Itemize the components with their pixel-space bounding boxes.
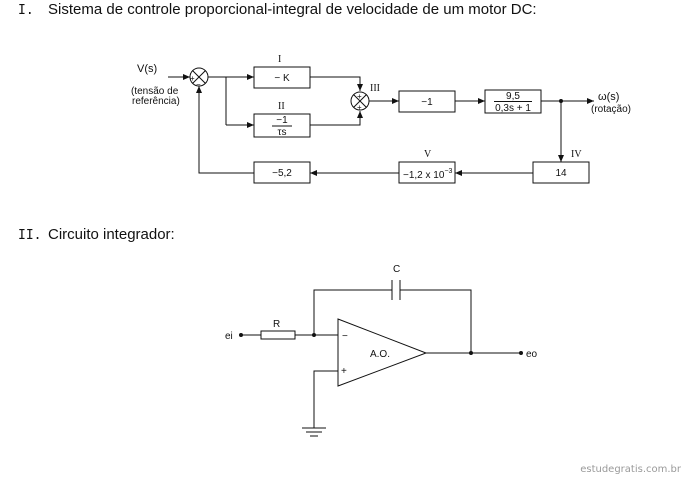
summing-junction-2: + +: [350, 91, 370, 112]
input-ei-label: ei: [225, 331, 233, 342]
input-label: V(s): [137, 63, 157, 75]
opamp-triangle: [337, 318, 428, 387]
ground-wire: [313, 370, 338, 428]
input-desc-2: referência): [132, 96, 180, 107]
wire-feedback-to-sum1: [196, 86, 254, 174]
block-V-gain-base: −1,2 x 10: [403, 170, 445, 181]
watermark: estudegratis.com.br: [580, 464, 681, 475]
opamp-label: A.O.: [370, 349, 390, 360]
input-desc-1: (tensão de: [131, 86, 179, 97]
sum2-label: III: [370, 83, 380, 94]
block-V-label: V: [424, 149, 432, 160]
section-2-heading: II. Circuito integrador:: [18, 226, 175, 243]
output-terminal: [519, 351, 523, 355]
section-1-heading: I. Sistema de controle proporcional-integ…: [18, 1, 537, 18]
output-eo-label: eo: [526, 349, 538, 360]
wire-I-to-sum2: [310, 76, 363, 91]
capacitor-label: C: [393, 264, 400, 275]
motor-denominator: 0,3s + 1: [495, 103, 531, 114]
integrator-circuit: C ei R A.O. − + eo: [225, 264, 538, 437]
resistor: [260, 330, 296, 340]
opamp-noninverting-sign: +: [341, 366, 347, 377]
block-feedback-gain: −5,2: [272, 168, 292, 179]
opamp-inverting-sign: −: [342, 331, 348, 342]
inverting-node-dot: [312, 333, 316, 337]
block-V-gain: −1,2 x 10−3: [403, 168, 453, 181]
capacitor-left-wire: [313, 289, 392, 335]
output-desc: (rotação): [591, 104, 631, 115]
block-II-label: II: [278, 101, 285, 112]
block-IV-label: IV: [571, 149, 582, 160]
motor-numerator: 9,5: [506, 91, 520, 102]
section-2-title: Circuito integrador:: [48, 226, 175, 243]
block-diagram: V(s) (tensão de referência) + − I − K II…: [131, 54, 631, 184]
ground-symbol-icon: [302, 427, 326, 437]
section-2-number: II.: [18, 228, 42, 243]
output-node-dot: [469, 351, 473, 355]
block-II-numerator: −1: [276, 115, 288, 126]
block-14-gain: 14: [555, 168, 567, 179]
sum1-plus-sign: +: [190, 74, 195, 83]
section-1-number: I.: [18, 3, 34, 18]
block-V-gain-exponent: −3: [444, 168, 452, 175]
summing-junction-1: + −: [189, 67, 209, 89]
block-II-denominator: τs: [278, 127, 287, 138]
wire-II-to-sum2: [310, 111, 363, 126]
sum1-minus-sign: −: [196, 80, 201, 89]
block-neg1-gain: −1: [421, 97, 433, 108]
capacitor-right-wire: [400, 289, 472, 353]
output-label: ω(s): [598, 91, 619, 103]
section-1-title: Sistema de controle proporcional-integra…: [48, 1, 537, 18]
block-I-label: I: [278, 54, 281, 65]
block-I-gain: − K: [274, 73, 290, 84]
sum2-plus-top: +: [357, 92, 362, 101]
sum2-plus-bottom: +: [357, 103, 362, 112]
resistor-label: R: [273, 319, 280, 330]
